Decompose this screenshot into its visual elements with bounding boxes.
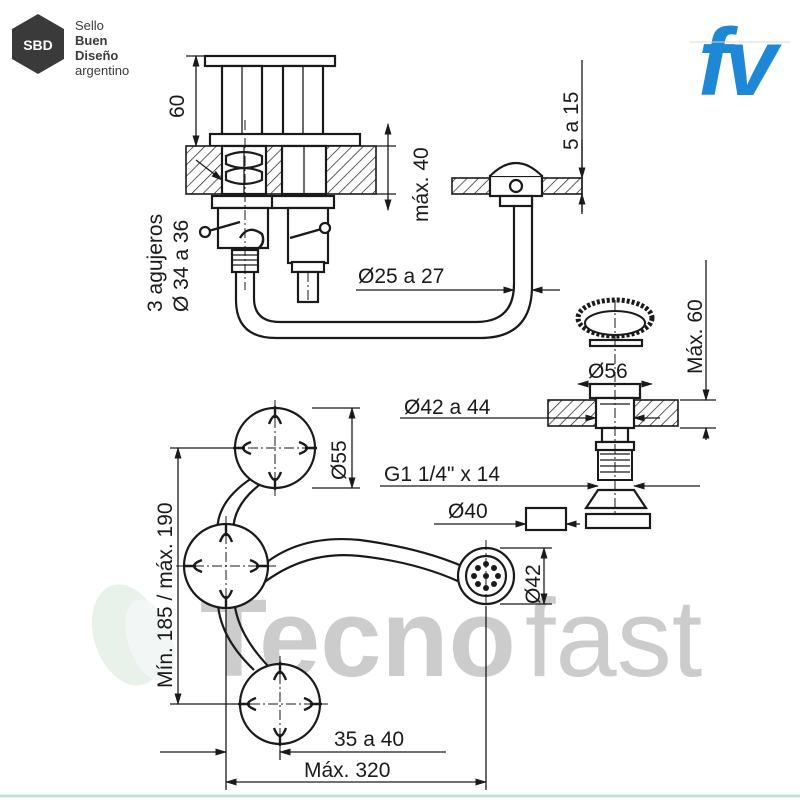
dim-max-60-label: Máx. 60	[684, 299, 707, 374]
sbd-badge-text: SBD	[23, 37, 53, 53]
dim-thread-label: G1 1/4" x 14	[384, 463, 500, 486]
dim-outlet-label: Ø42	[522, 564, 545, 604]
dim-hole-label: Ø42 a 44	[404, 396, 491, 419]
dim-handle-diameter: Ø55	[312, 406, 360, 490]
outlet-plan	[456, 540, 516, 612]
sbd-line-4: argentino	[75, 63, 129, 78]
dim-max-320-label: Máx. 320	[304, 759, 390, 782]
watermark-text-fast: fast	[525, 577, 702, 700]
supply-pipe	[234, 198, 534, 340]
dim-35-40-label: 35 a 40	[334, 728, 404, 751]
dim-35-40: 35 a 40	[160, 610, 446, 790]
drain-detail	[524, 297, 679, 532]
dim-vertical-span: Mín. 185 / máx. 190	[154, 446, 240, 706]
dim-thread: G1 1/4" x 14	[380, 463, 700, 490]
dim-hole-diameter: Ø42 a 44	[400, 396, 660, 422]
handle-plan-top	[230, 400, 320, 496]
dim-handle-label: Ø55	[328, 440, 351, 480]
dim-pipe-diameter: Ø25 a 27	[356, 265, 560, 294]
plan-view	[176, 400, 516, 752]
dim-drain-diameter: Ø40	[434, 500, 580, 528]
dim-5-to-15: 5 a 15	[560, 60, 586, 214]
fv-logo-text: fv	[698, 9, 782, 116]
dim-drain-label: Ø40	[448, 500, 488, 523]
sbd-logo: SBD Sello Buen Diseño argentino	[12, 14, 129, 78]
valve-assembly-elevation	[185, 54, 377, 304]
dim-outlet-diameter: Ø42	[500, 546, 552, 606]
dim-60-label: 60	[166, 95, 189, 118]
dim-holes: 3 agujeros Ø 34 a 36	[144, 159, 223, 312]
dim-max-60: Máx. 60	[680, 260, 716, 440]
dim-cap-diameter: Ø56	[576, 360, 654, 388]
dim-height-60: 60	[166, 54, 205, 148]
dim-cap-label: Ø56	[588, 360, 628, 383]
sbd-line-1: Sello	[75, 18, 104, 33]
holes-label-line1: 3 agujeros	[144, 214, 167, 312]
dim-5-15-label: 5 a 15	[560, 92, 583, 150]
dim-max-40-label: máx. 40	[410, 147, 433, 222]
sbd-line-2: Buen	[75, 33, 108, 48]
sbd-line-3: Diseño	[75, 48, 118, 63]
dim-pipe-label: Ø25 a 27	[358, 265, 444, 288]
handle-plan-middle	[176, 516, 276, 616]
dim-vertical-span-label: Mín. 185 / máx. 190	[154, 502, 177, 688]
dim-max-320: Máx. 320	[224, 606, 488, 790]
spout-elevation	[451, 162, 583, 208]
sbd-hexagon-icon	[12, 14, 64, 74]
dim-max-40: máx. 40	[376, 122, 433, 222]
fv-logo: fv	[698, 9, 788, 116]
watermark-leaf-icon	[91, 584, 175, 686]
holes-label-line2: Ø 34 a 36	[170, 220, 193, 312]
